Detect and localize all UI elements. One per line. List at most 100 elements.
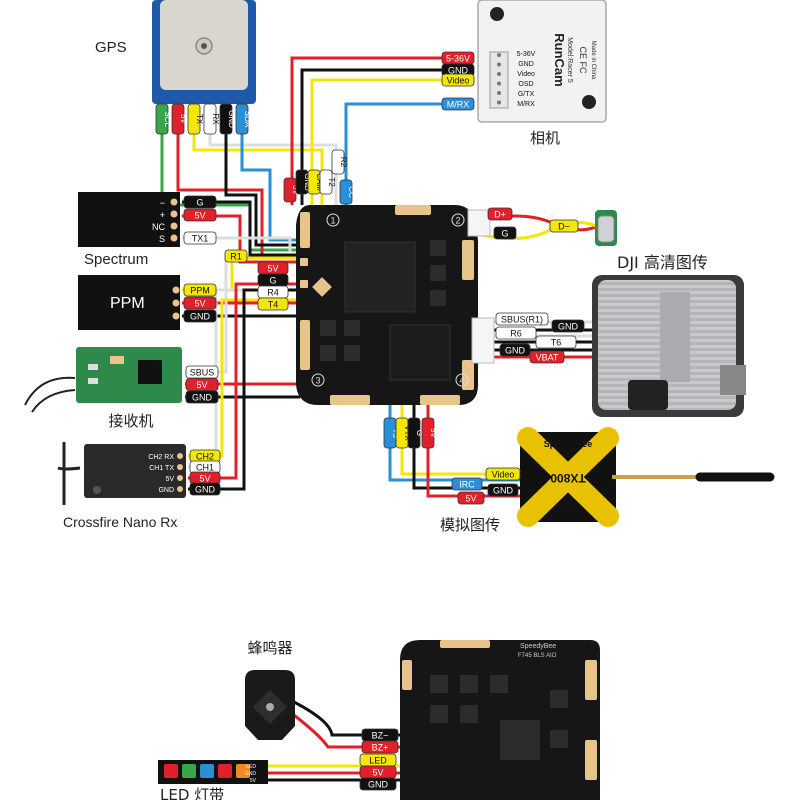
- ppm-tag-2-text: GND: [190, 312, 211, 322]
- fc-tag-r1: R1: [224, 249, 248, 263]
- fc-bottom-tag-2: G: [407, 417, 424, 449]
- spectrum-tag-2-text: TX1: [192, 234, 209, 244]
- dji-tag-sbus-text: SBUS(R1): [501, 315, 543, 325]
- spectrum-module: −+NCS Spectrum: [78, 192, 180, 268]
- crossfire-pin-0: CH2 RX: [148, 454, 174, 461]
- top-tag-5: CC: [339, 179, 356, 205]
- led-tag-5v-text: 5V: [372, 768, 383, 778]
- fc-number-0: 1: [330, 216, 335, 226]
- ppm-tag-0-text: PPM: [190, 286, 210, 296]
- receiver-tag-2: GND: [185, 390, 219, 404]
- top-tag-0-text: 5V: [291, 185, 300, 195]
- buzzer-neg-wire: [289, 698, 400, 737]
- camera-made: Made in China: [590, 41, 596, 80]
- led-dot-2: [200, 764, 214, 778]
- dji-air-unit: DJI 高清图传: [592, 253, 746, 417]
- bottom-fc-mosfets: [430, 675, 568, 760]
- fc-tag-g-text: G: [269, 276, 276, 286]
- gps-pin-1-text: 5V: [179, 114, 188, 124]
- crossfire-pin-2: 5V: [165, 476, 174, 483]
- receiver-tag-0: SBUS: [185, 365, 219, 379]
- crossfire-pin-1: CH1 TX: [149, 465, 174, 472]
- ppm-title: PPM: [110, 295, 145, 312]
- vtx-logo: TX800: [550, 471, 586, 485]
- receiver-tag-1: 5V: [185, 378, 219, 391]
- top-tag-4: R2: [331, 149, 348, 175]
- vtx-brand: SpeedyBee: [544, 439, 593, 449]
- buzzer-title: 蜂鸣器: [247, 639, 292, 657]
- led-title: LED 灯带: [160, 786, 224, 800]
- crossfire-tag-3-text: GND: [195, 485, 216, 495]
- gps-rx-wire: [208, 130, 338, 205]
- bottom-fc-model: F745 BLS AIO: [518, 653, 557, 659]
- spectrum-title: Spectrum: [84, 251, 148, 268]
- cam-5v-wire: [290, 56, 470, 205]
- crossfire-tag-0-text: CH2: [196, 452, 214, 462]
- crossfire-tag-2: 5V: [189, 471, 221, 485]
- ppm-tag-1-text: 5V: [194, 299, 205, 309]
- led-dot-4: [236, 764, 250, 778]
- usb-c-port: [597, 215, 615, 243]
- receiver-tag-1-text: 5V: [196, 380, 207, 390]
- fc-number-2: 3: [315, 376, 320, 386]
- vtx-x-shape: [517, 427, 619, 527]
- top-tag-5-text: CC: [347, 186, 356, 198]
- ppm-tag-2: GND: [183, 309, 217, 323]
- buzzer-pos-wire: [289, 710, 400, 749]
- ppm-tag-1: 5V: [183, 296, 217, 310]
- fc-number-3: 4: [459, 376, 464, 386]
- camera-tag-2: Video: [441, 73, 475, 87]
- spectrum-pin-2: NC: [152, 222, 165, 232]
- buzzer-tag-pos-text: BZ+: [372, 743, 389, 753]
- crossfire-tag-1: CH1: [189, 460, 221, 474]
- vtx-title: 模拟图传: [440, 516, 500, 534]
- spectrum-body: [78, 192, 180, 247]
- camera-pin-4: G/TX: [518, 91, 535, 98]
- fc-tag-5v-text: 5V: [267, 264, 278, 274]
- led-pin-2: 5V: [250, 778, 257, 784]
- camera-module: RunCam Model:Racer 5 CE FC Made in China…: [477, 0, 607, 147]
- dji-tag-gnd2: GND: [499, 343, 531, 357]
- dji-tag-vbat: VBAT: [529, 350, 565, 364]
- receiver-board: [76, 347, 182, 403]
- led-pin-1: GND: [245, 771, 257, 777]
- camera-model: Model:Racer 5: [566, 37, 573, 83]
- buzzer-module: 蜂鸣器: [245, 639, 295, 740]
- gps-pin-3-text: RX: [211, 113, 220, 125]
- usb-tag-dplus: D+: [487, 207, 513, 221]
- usb-tag-dplus-text: D+: [494, 210, 506, 220]
- gps-pin-5-text: SDA: [243, 111, 252, 128]
- camera-tag-1-text: GND: [448, 66, 469, 76]
- top-tag-4-text: R2: [339, 157, 348, 168]
- fc-bottom-tag-1-text: VTX: [403, 425, 412, 441]
- camera-pin-0: 5-36V: [517, 51, 536, 58]
- dji-tag-gnd: GND: [551, 319, 585, 333]
- fc-bottom-tag-1: VTX: [395, 417, 412, 449]
- spectrum-tag-2: TX1: [183, 231, 217, 245]
- top-tag-3-text: T2: [327, 177, 336, 187]
- vtx-tag-video: Video: [485, 467, 521, 481]
- crossfire-body: [84, 444, 186, 498]
- led-dots: [164, 764, 250, 778]
- gps-pin-1: 5V: [171, 103, 188, 135]
- camera-pin-5: M/RX: [517, 101, 535, 108]
- buzzer-tags: BZ−BZ+: [361, 728, 399, 754]
- usb-tags: D+GD−: [487, 207, 579, 240]
- camera-pin-3: OSD: [518, 81, 533, 88]
- camera-pin-1: GND: [518, 61, 534, 68]
- fc-solder-pads: [300, 205, 474, 405]
- fc-dji-connector: [471, 317, 495, 364]
- fc-tag-r4-text: R4: [267, 288, 279, 298]
- camera-tag-3: M/RX: [441, 97, 475, 111]
- vtx-tag-gnd-text: GND: [493, 486, 514, 496]
- crossfire-pin-3: GND: [158, 487, 174, 494]
